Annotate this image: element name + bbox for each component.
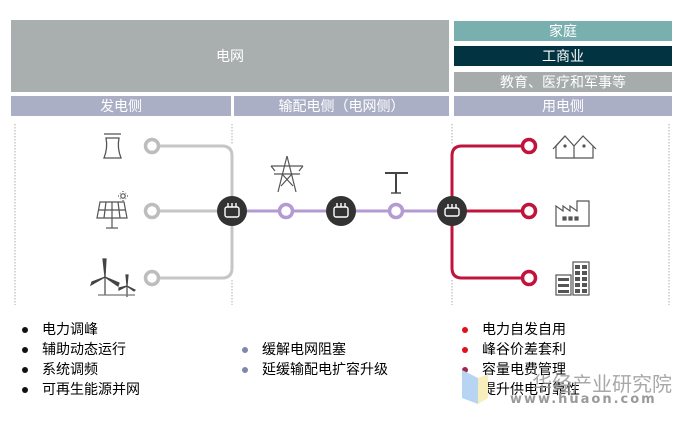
solar-panel-icon	[96, 191, 128, 229]
transmission-benefits: 缓解电网阻塞 延缓输配电扩容升级	[238, 340, 388, 380]
user-category-label: 家庭	[549, 24, 577, 40]
benefit-text: 容量电费管理	[482, 362, 566, 378]
section-label: 输配电侧（电网侧）	[278, 99, 405, 115]
grid-header-label: 电网	[216, 49, 244, 65]
generation-benefits: 电力调峰 辅助动态运行 系统调频 可再生能源并网	[18, 320, 140, 400]
benefit-text: 提升供电可靠性	[482, 382, 580, 398]
bullet-dot	[242, 347, 248, 353]
utility-pole-icon	[385, 172, 408, 194]
section-generation: 发电侧	[11, 96, 231, 116]
power-plant-icon	[103, 133, 122, 159]
user-category-institutional: 教育、医疗和军事等	[454, 72, 672, 92]
bullet-dot	[462, 367, 468, 373]
consumption-node-1	[520, 137, 538, 155]
watermark-logo-icon	[462, 370, 488, 404]
list-item: 可再生能源并网	[18, 380, 140, 400]
benefit-text: 缓解电网阻塞	[262, 342, 346, 358]
user-category-household: 家庭	[454, 21, 672, 41]
list-item: 电力调峰	[18, 320, 140, 340]
bullet-dot	[22, 387, 28, 393]
benefit-text: 辅助动态运行	[42, 342, 126, 358]
battery-icon	[224, 203, 240, 218]
houses-icon	[552, 135, 597, 159]
consumption-benefits: 电力自发自用 峰谷价差套利 容量电费管理 提升供电可靠性	[458, 320, 580, 400]
bullet-dot	[22, 327, 28, 333]
section-transmission: 输配电侧（电网侧）	[234, 96, 449, 116]
section-consumption: 用电侧	[454, 96, 672, 116]
benefit-text: 电力调峰	[42, 322, 98, 338]
bullet-dot	[22, 347, 28, 353]
list-item: 电力自发自用	[458, 320, 580, 340]
factory-icon	[555, 200, 590, 227]
grid-header: 电网	[11, 20, 449, 92]
list-item: 容量电费管理	[458, 360, 580, 380]
transmission-node-2	[387, 202, 405, 220]
generation-node-2	[143, 202, 161, 220]
benefit-text: 电力自发自用	[482, 322, 566, 338]
battery-icon	[444, 204, 460, 217]
consumption-node-2	[520, 202, 538, 220]
office-building-icon	[555, 261, 590, 296]
list-item: 系统调频	[18, 360, 140, 380]
list-item: 延缓输配电扩容升级	[238, 360, 388, 380]
battery-icon	[333, 203, 349, 218]
wind-turbine-icon	[89, 258, 137, 297]
user-category-label: 教育、医疗和军事等	[500, 75, 626, 91]
generation-node-3	[143, 269, 161, 287]
bullet-dot	[242, 367, 248, 373]
watermark-name: 华经产业研究院	[532, 372, 672, 396]
user-category-commercial: 工商业	[454, 46, 672, 66]
list-item: 峰谷价差套利	[458, 340, 580, 360]
list-item: 辅助动态运行	[18, 340, 140, 360]
storage-node-consumer	[437, 196, 467, 226]
section-label: 发电侧	[100, 99, 142, 115]
transmission-tower-icon	[270, 155, 304, 193]
bullet-dot	[22, 367, 28, 373]
transmission-node-1	[277, 202, 295, 220]
bullet-dot	[462, 327, 468, 333]
watermark-url: www.huaon.com	[510, 392, 657, 407]
section-dividers	[14, 124, 670, 305]
generation-node-1	[143, 137, 161, 155]
list-item: 缓解电网阻塞	[238, 340, 388, 360]
consumption-node-3	[520, 269, 538, 287]
benefit-text: 系统调频	[42, 362, 98, 378]
storage-node-grid	[326, 196, 356, 226]
storage-node-generation	[217, 196, 247, 226]
section-label: 用电侧	[542, 99, 584, 115]
benefit-text: 峰谷价差套利	[482, 342, 566, 358]
benefit-text: 延缓输配电扩容升级	[262, 362, 388, 378]
user-category-label: 工商业	[542, 49, 584, 65]
bullet-dot	[462, 347, 468, 353]
benefit-text: 可再生能源并网	[42, 382, 140, 398]
watermark: 华经产业研究院 www.huaon.com	[462, 364, 682, 414]
